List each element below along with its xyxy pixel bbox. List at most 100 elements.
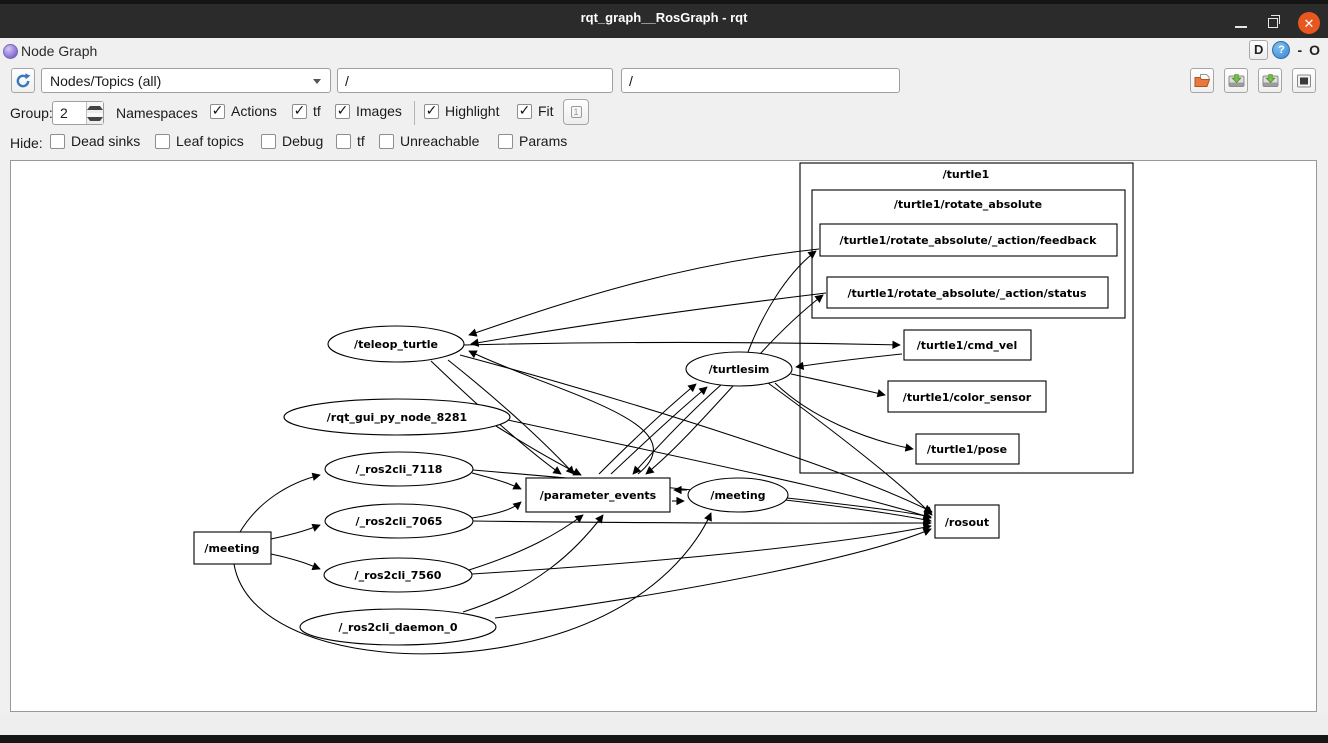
window-minimize-button[interactable] <box>1230 12 1252 34</box>
spin-up-button[interactable] <box>87 102 103 113</box>
node-ros2cli-7560-label: /_ros2cli_7560 <box>355 569 442 582</box>
help-button[interactable]: ? <box>1272 41 1291 59</box>
node-turtlesim-label: /turtlesim <box>709 363 770 376</box>
node-ros2cli-7065[interactable] <box>324 503 474 539</box>
snapshot-icon: 1 <box>570 106 582 118</box>
images-checkbox-label: Images <box>356 103 402 119</box>
dark-square-icon <box>1297 74 1311 87</box>
checkbox-fit[interactable]: Fit <box>517 103 554 119</box>
tf-group-checkbox[interactable] <box>292 103 307 119</box>
window-close-button[interactable]: ✕ <box>1298 12 1320 34</box>
topic-rotate-feedback[interactable] <box>819 223 1118 257</box>
leaf-topics-checkbox[interactable] <box>155 133 170 149</box>
topic-meeting[interactable] <box>193 531 272 565</box>
fit-window-button[interactable] <box>1292 68 1316 93</box>
leaf-topics-label: Leaf topics <box>176 133 244 149</box>
save-image-button[interactable] <box>1258 68 1282 93</box>
node-rqt-gui[interactable] <box>283 398 511 436</box>
titlebar: rqt_graph__RosGraph - rqt ✕ <box>0 0 1328 38</box>
topic-rotate-status[interactable] <box>826 276 1109 309</box>
hide-label: Hide: <box>10 135 43 151</box>
dock-detach-button[interactable]: D <box>1249 40 1269 60</box>
panel-minimize-button[interactable]: - <box>1297 42 1303 58</box>
fit-checkbox[interactable] <box>517 103 532 119</box>
save-dot-button[interactable] <box>1224 68 1248 93</box>
topic-meeting-label: /meeting <box>204 542 259 555</box>
node-ros2cli-7118-label: /_ros2cli_7118 <box>356 463 443 476</box>
highlight-checkbox[interactable] <box>424 103 439 119</box>
graph-canvas[interactable]: /turtle1 /turtle1/rotate_absolute <box>10 160 1317 712</box>
snapshot-button[interactable]: 1 <box>563 99 589 125</box>
refresh-icon <box>16 72 31 87</box>
bottom-edge <box>0 735 1328 743</box>
checkbox-highlight[interactable]: Highlight <box>424 103 499 119</box>
debug-checkbox[interactable] <box>261 133 276 149</box>
panel-header: Node Graph D ? - O <box>0 38 1328 64</box>
node-graph-icon <box>3 43 18 59</box>
topic-cmd-vel-label: /turtle1/cmd_vel <box>917 339 1017 352</box>
save-dot-icon <box>1228 73 1244 87</box>
panel-title: Node Graph <box>21 43 98 59</box>
checkbox-images[interactable]: Images <box>335 103 402 119</box>
topic-filter-input[interactable] <box>621 68 900 93</box>
ros-graph: /turtle1 /turtle1/rotate_absolute <box>193 162 1134 655</box>
checkbox-unreachable[interactable]: Unreachable <box>379 133 479 149</box>
actions-checkbox[interactable] <box>210 103 225 119</box>
spin-up-icon <box>87 105 103 110</box>
dead-sinks-checkbox[interactable] <box>50 133 65 149</box>
refresh-button[interactable] <box>11 68 35 93</box>
node-ros2cli-7118[interactable] <box>324 451 474 487</box>
checkbox-debug[interactable]: Debug <box>261 133 323 149</box>
group-spinner-buttons[interactable] <box>86 102 103 124</box>
node-turtlesim[interactable] <box>685 351 793 387</box>
topic-pose-label: /turtle1/pose <box>927 443 1007 456</box>
window-maximize-button[interactable] <box>1262 12 1284 34</box>
checkbox-params[interactable]: Params <box>498 133 567 149</box>
tf-hide-checkbox[interactable] <box>336 133 351 149</box>
unreachable-checkbox[interactable] <box>379 133 394 149</box>
minimize-icon <box>1235 26 1247 28</box>
topic-parameter-events-label: /parameter_events <box>540 489 657 502</box>
group-spinner[interactable]: 2 <box>52 101 104 125</box>
topic-rosout[interactable] <box>934 504 1000 539</box>
topic-pose[interactable] <box>915 433 1020 465</box>
tf-hide-label: tf <box>357 133 365 149</box>
hide-row: Hide: Dead sinks Leaf topics Debug tf Un… <box>0 128 1328 158</box>
checkbox-actions[interactable]: Actions <box>210 103 277 119</box>
node-ros2cli-7560[interactable] <box>323 557 473 593</box>
cluster-turtle1[interactable] <box>799 162 1134 474</box>
graph-type-combobox[interactable]: Nodes/Topics (all) <box>41 68 331 93</box>
node-ros2cli-7065-label: /_ros2cli_7065 <box>356 515 443 528</box>
images-checkbox[interactable] <box>335 103 350 119</box>
checkbox-tf-hide[interactable]: tf <box>336 133 365 149</box>
checkbox-tf-group[interactable]: tf <box>292 103 321 119</box>
topic-parameter-events[interactable] <box>525 477 671 513</box>
node-ros2cli-daemon[interactable] <box>299 608 497 646</box>
folder-open-icon <box>1194 73 1210 87</box>
spin-down-button[interactable] <box>87 113 103 124</box>
checkbox-dead-sinks[interactable]: Dead sinks <box>50 133 140 149</box>
cluster-turtle1-label: /turtle1 <box>943 168 990 181</box>
topic-cmd-vel[interactable] <box>903 329 1032 361</box>
checkbox-leaf-topics[interactable]: Leaf topics <box>155 133 244 149</box>
topic-color-sensor[interactable] <box>887 380 1047 413</box>
topic-color-sensor-label: /turtle1/color_sensor <box>903 391 1032 404</box>
window-title: rqt_graph__RosGraph - rqt <box>580 10 748 25</box>
save-image-icon <box>1262 73 1278 87</box>
close-icon: ✕ <box>1298 12 1320 34</box>
chevron-down-icon <box>313 79 321 84</box>
node-teleop-turtle[interactable] <box>327 325 465 363</box>
namespaces-label: Namespaces <box>116 105 198 121</box>
unreachable-label: Unreachable <box>400 133 480 149</box>
node-meeting[interactable] <box>687 477 789 513</box>
node-meeting-label: /meeting <box>710 489 765 502</box>
toolbar-separator <box>414 101 415 125</box>
topic-rotate-feedback-label: /turtle1/rotate_absolute/_action/feedbac… <box>840 234 1098 247</box>
panel-float-button[interactable]: O <box>1309 42 1320 58</box>
debug-label: Debug <box>282 133 324 149</box>
graph-edges <box>233 248 933 655</box>
load-dot-button[interactable] <box>1190 68 1214 93</box>
node-filter-input[interactable] <box>337 68 613 93</box>
params-checkbox[interactable] <box>498 133 513 149</box>
options-row: Group: 2 Namespaces Actions tf Images Hi… <box>0 98 1328 128</box>
